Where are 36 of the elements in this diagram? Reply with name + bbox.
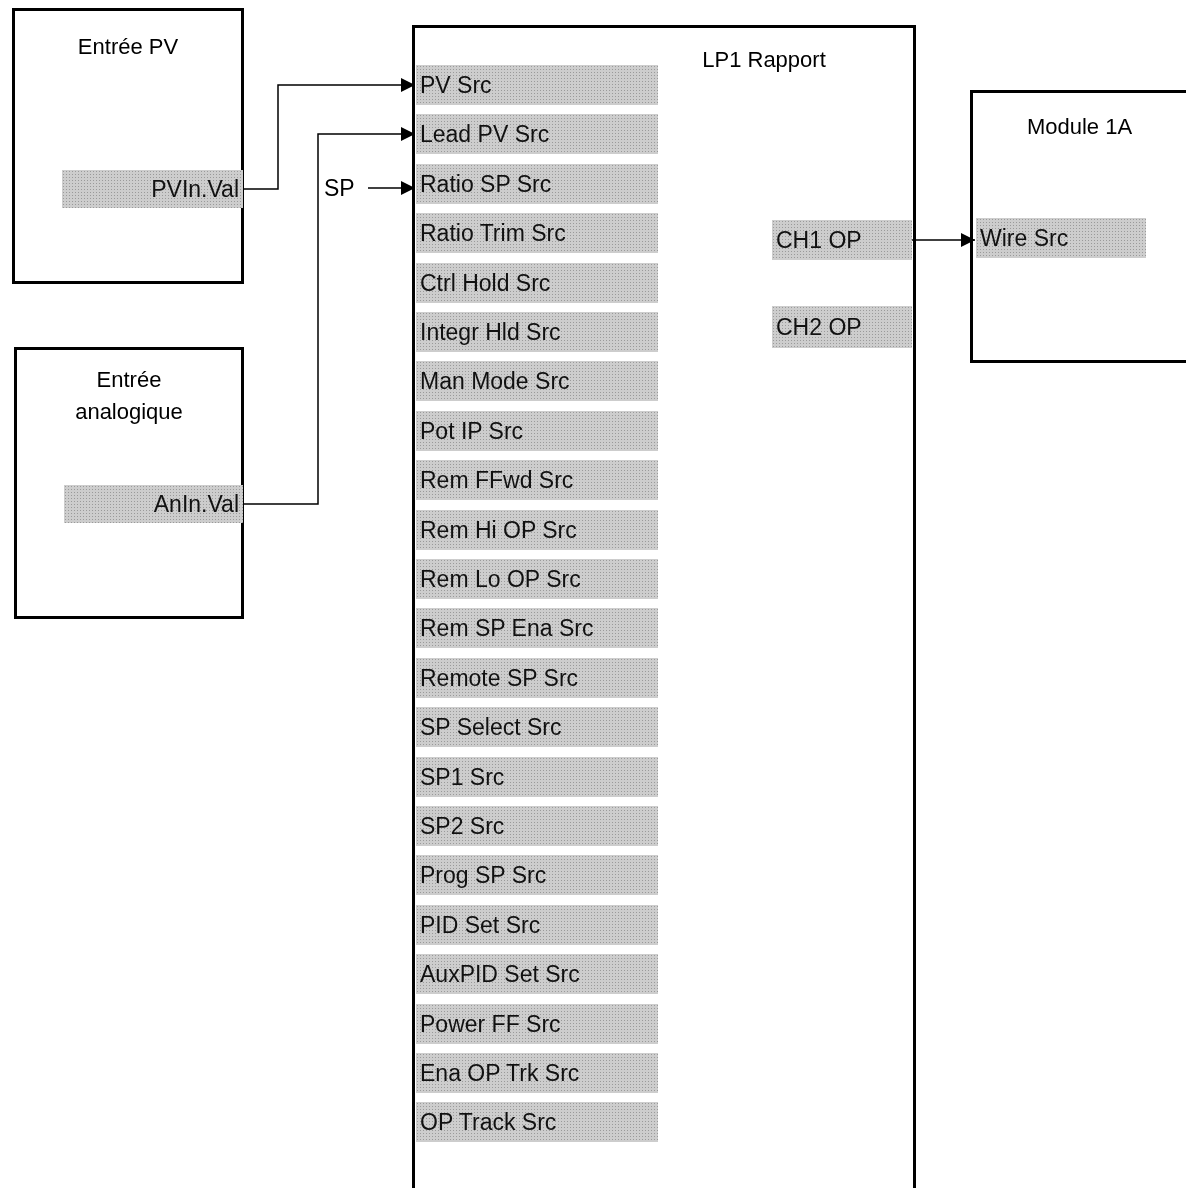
function-block [12,8,244,284]
parameter-field: Rem FFwd Src [416,460,658,500]
parameter-field: CH1 OP [772,220,912,260]
parameter-field: Integr Hld Src [416,312,658,352]
block-title: LP1 Rapport [701,46,827,74]
parameter-field: SP Select Src [416,707,658,747]
block-title: Entrée PV [76,33,180,61]
parameter-field: Wire Src [976,218,1146,258]
parameter-field: AuxPID Set Src [416,954,658,994]
block-title: Module 1A [1025,113,1134,141]
function-block [14,347,244,619]
function-block [412,25,916,1188]
parameter-field: Rem Hi OP Src [416,510,658,550]
parameter-field: Pot IP Src [416,411,658,451]
parameter-field: Man Mode Src [416,361,658,401]
parameter-field: Rem Lo OP Src [416,559,658,599]
parameter-field: PVIn.Val [62,170,243,208]
parameter-field: Remote SP Src [416,658,658,698]
parameter-field: PV Src [416,65,658,105]
function-block [970,90,1186,363]
parameter-field: Ctrl Hold Src [416,263,658,303]
block-title: Entrée analogique [74,366,184,426]
parameter-field: SP1 Src [416,757,658,797]
parameter-field: SP2 Src [416,806,658,846]
parameter-field: OP Track Src [416,1102,658,1142]
parameter-field: Ratio Trim Src [416,213,658,253]
parameter-field: AnIn.Val [64,485,243,523]
parameter-field: Rem SP Ena Src [416,608,658,648]
parameter-field: CH2 OP [772,306,912,348]
parameter-field: Ratio SP Src [416,164,658,204]
parameter-field: Power FF Src [416,1004,658,1044]
parameter-field: PID Set Src [416,905,658,945]
signal-label: SP [324,172,368,204]
parameter-field: Prog SP Src [416,855,658,895]
parameter-field: Lead PV Src [416,114,658,154]
parameter-field: Ena OP Trk Src [416,1053,658,1093]
